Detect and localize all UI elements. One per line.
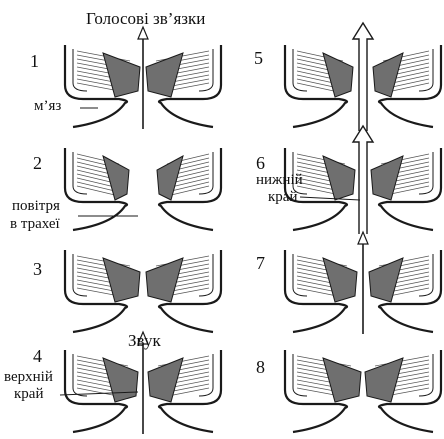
right-vocal-fold [146,53,183,97]
panel-number-5: 5 [254,49,263,68]
airflow-arrow-wide [353,126,373,234]
panel-number-4: 4 [33,347,42,366]
upper-edge-label-line2: край [14,387,43,403]
right-vocal-fold [146,258,183,302]
right-vocal-fold [369,258,403,302]
larynx-panel-1 [65,27,221,129]
lower-edge-label-line2: край [268,190,297,206]
upper-edge-label-line1: верхній [4,370,53,386]
airflow-arrow-head [138,27,148,39]
larynx-panel-3 [65,250,221,332]
panel-number-2: 2 [33,154,42,173]
larynx-panel-5 [285,23,441,131]
vocal-cords-label: Голосові зв’язки [86,10,205,28]
right-vocal-fold [371,156,403,200]
left-vocal-fold [323,258,357,302]
panel-number-6: 6 [256,154,265,173]
larynx-panel-8 [285,350,441,432]
left-vocal-fold [323,156,355,200]
left-vocal-fold [103,258,140,302]
right-vocal-fold [365,358,403,402]
panel-number-1: 1 [30,52,39,71]
larynx-panel-2 [65,148,221,230]
left-vocal-fold [323,358,361,402]
larynx-panel-7 [285,232,441,334]
right-vocal-fold [148,358,183,402]
sound-label: Звук [128,332,161,350]
panel-number-3: 3 [33,260,42,279]
air-label-line2: в трахеї [10,217,60,233]
left-vocal-fold [103,53,140,97]
lower-edge-label-line1: нижній [256,173,303,189]
air-label-line1: повітря [12,199,60,215]
lower-edge-leader-line [300,197,360,200]
right-vocal-fold [373,53,403,97]
left-vocal-fold [323,53,353,97]
airflow-arrow-wide [353,23,373,131]
larynx-panel-6 [285,126,441,234]
muscle-label: м’яз [34,99,61,115]
panel-number-8: 8 [256,358,265,377]
panel-number-7: 7 [256,254,265,273]
left-vocal-fold [103,358,138,402]
